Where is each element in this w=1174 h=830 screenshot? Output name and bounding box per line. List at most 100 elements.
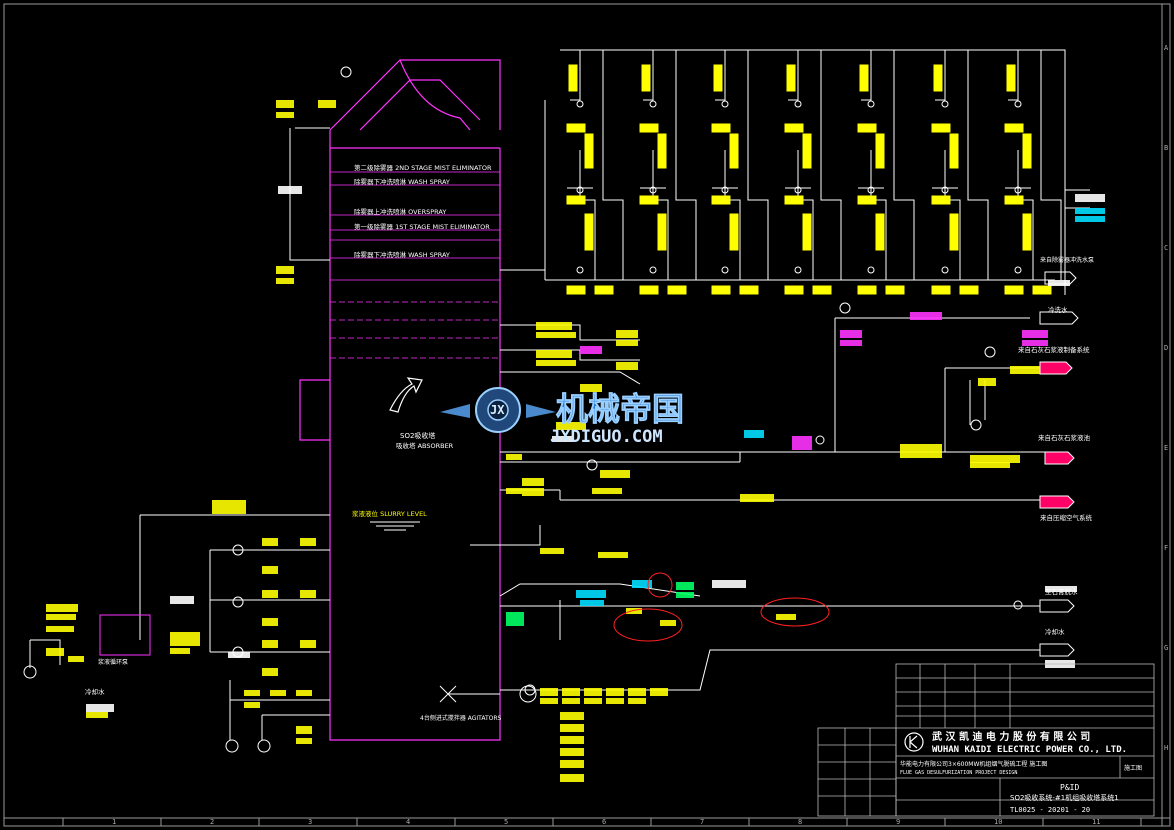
pump-icon — [23, 665, 37, 679]
kaidi-logo-icon — [904, 732, 924, 752]
instrument-tag — [1075, 194, 1105, 202]
instrument-tag — [910, 312, 942, 320]
instrument-tag — [626, 608, 642, 614]
instrument-tag — [540, 688, 558, 696]
instrument-tag — [712, 580, 746, 588]
instrument-tag — [676, 582, 694, 590]
instrument-tag — [300, 640, 316, 648]
instrument-tag — [244, 690, 260, 696]
instrument-tag — [580, 600, 604, 606]
title-block — [817, 663, 1155, 817]
company-name-cn: 武 汉 凯 迪 电 力 股 份 有 限 公 司 — [932, 730, 1090, 743]
instrument-tag — [840, 340, 862, 346]
instrument-tag — [776, 614, 796, 620]
left-label-cooling: 冷却水 — [85, 687, 105, 696]
tower-level-label: 浆液液位 SLURRY LEVEL — [352, 509, 427, 518]
pump-icon — [257, 739, 271, 753]
spray-level-loops — [566, 50, 1062, 295]
spray-loop-tags — [857, 64, 905, 295]
instrument-tag — [170, 648, 190, 654]
instrument-tag — [560, 774, 584, 782]
pump-icon — [225, 739, 239, 753]
instrument-tag — [212, 500, 246, 508]
instrument-tag — [560, 724, 584, 732]
zone-number: 1 — [112, 818, 116, 826]
instrument-tag — [228, 652, 250, 658]
instrument-tags — [46, 100, 1105, 782]
instrument-tag — [616, 340, 638, 346]
left-pump-lines — [29, 127, 330, 740]
instrument-tag — [580, 346, 602, 354]
instrument-tag — [536, 360, 576, 366]
instrument-tag — [296, 738, 312, 744]
right-label-compressed-air: 来自压缩空气系统 — [1040, 513, 1093, 522]
spray-loop-column — [1005, 50, 1062, 280]
drawing-number: TL0025 - 20201 - 20 — [1010, 806, 1090, 814]
instrument-tag — [560, 760, 584, 768]
tower-center-label: SO2吸收塔 — [400, 431, 435, 440]
gear-icon: JX — [440, 387, 556, 433]
tower-label-3: 除雾器上冲洗喷淋 OVERSPRAY — [354, 207, 446, 216]
instrument-tag — [740, 494, 774, 502]
instrument-tag — [46, 614, 76, 620]
instrument-tag — [840, 330, 862, 338]
top-header-lines — [500, 49, 1090, 295]
flue-gas-inlet-arrow-icon — [389, 377, 423, 413]
svg-text:JX: JX — [490, 403, 505, 417]
instrument-tag — [86, 704, 114, 712]
zone-letter: G — [1164, 644, 1168, 652]
instrument-tag — [262, 640, 278, 648]
instrument-tag — [792, 444, 812, 450]
pump-icon — [232, 544, 244, 556]
tower-center-sub: 吸收塔 ABSORBER — [396, 441, 454, 450]
zone-number: 9 — [896, 818, 900, 826]
instrument-bubbles — [340, 66, 996, 696]
absorber-tower — [299, 59, 501, 741]
watermark-en: JXDIGUO.COM — [550, 427, 663, 447]
zone-number: 4 — [406, 818, 410, 826]
instrument-tag — [300, 590, 316, 598]
right-label-limestone-pool: 来自石灰石浆液池 — [1038, 433, 1091, 442]
instrument-tag — [598, 552, 628, 558]
tower-label-1: 第二级除雾器 2ND STAGE MIST ELIMINATOR — [354, 163, 492, 172]
right-end-arrow-boxes — [1039, 271, 1079, 657]
spray-loop-tags — [639, 64, 687, 295]
instrument-tag — [262, 618, 278, 626]
zone-letter: B — [1164, 144, 1168, 152]
zone-number: 7 — [700, 818, 704, 826]
instrument-tag — [170, 640, 200, 646]
instrument-tag — [1048, 280, 1070, 286]
instrument-tag — [600, 470, 630, 478]
instrument-tag — [576, 590, 606, 598]
instrument-tag — [276, 112, 294, 118]
sump-tank — [99, 614, 151, 656]
project-line: 华能电力有限公司3×600MW机组烟气脱硫工程 施工图 — [900, 760, 1047, 768]
spray-loop-tags — [566, 64, 614, 295]
instrument-tag — [562, 688, 580, 696]
instrument-tag — [318, 100, 336, 108]
instrument-tag — [660, 620, 676, 626]
instrument-tag — [584, 688, 602, 696]
instrument-tag — [744, 430, 764, 438]
zone-letter: D — [1164, 344, 1168, 352]
tower-labels: 第二级除雾器 2ND STAGE MIST ELIMINATOR 除雾器下冲洗喷… — [352, 163, 502, 722]
right-label-limestone-prep: 来自石灰石浆液制备系统 — [1018, 345, 1090, 354]
tower-internal-levels — [330, 171, 500, 359]
left-labels: 浆液循环泵 冷却水 — [85, 658, 128, 696]
instrument-tag — [300, 538, 316, 546]
instrument-tag — [580, 384, 602, 392]
left-label-sump: 浆液循环泵 — [98, 658, 128, 666]
instrument-tag — [522, 478, 544, 486]
instrument-tag — [278, 186, 302, 194]
zone-number: 6 — [602, 818, 606, 826]
instrument-tag — [244, 702, 260, 708]
instrument-tag — [970, 455, 1020, 463]
tower-label-5: 除雾器下冲洗喷淋 WASH SPRAY — [354, 250, 450, 259]
instrument-tag — [792, 436, 812, 444]
spray-loop-tags — [1004, 64, 1052, 295]
instrument-tag — [560, 748, 584, 756]
instrument-tag — [276, 266, 294, 274]
pump-symbols — [23, 419, 1023, 753]
